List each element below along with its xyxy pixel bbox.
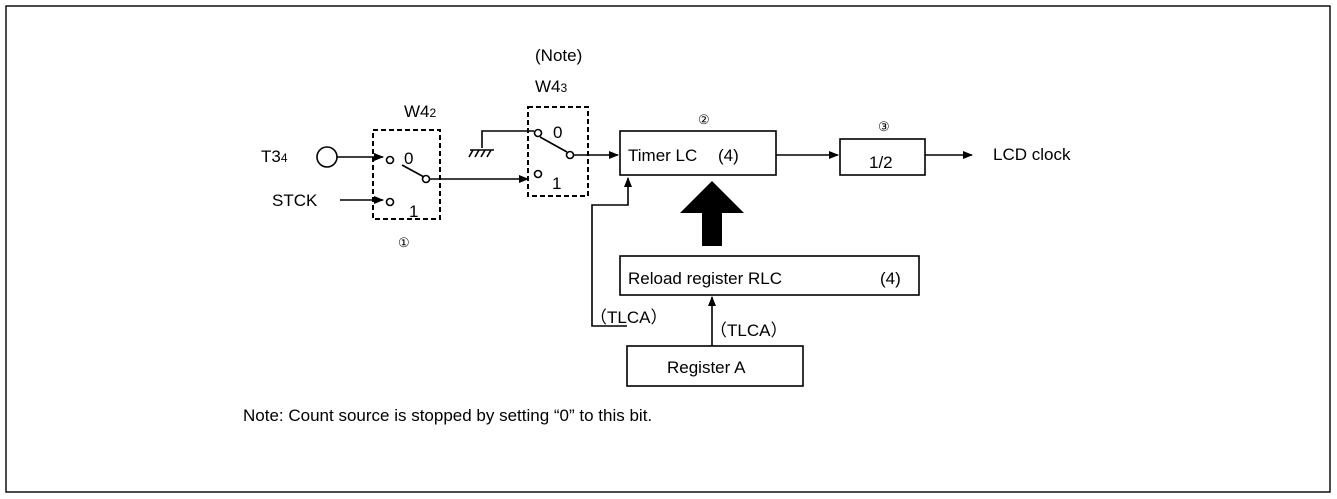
- figure-frame: [5, 5, 1331, 493]
- switch2-pos1: 1: [552, 174, 561, 193]
- stck-label: STCK: [272, 191, 318, 210]
- timer-lc-bits: (4): [718, 146, 739, 165]
- switch1-contact0: [385, 155, 395, 165]
- switch2-pivot: [565, 150, 575, 160]
- divider-label: 1/2: [869, 153, 893, 172]
- switch2-contact1: [533, 169, 543, 179]
- switch2-note: (Note): [535, 46, 582, 65]
- switch1-pivot: [421, 174, 431, 184]
- lcd-clock-label: LCD clock: [993, 145, 1071, 164]
- switch1-marker: ①: [398, 235, 410, 250]
- switch1-box: [372, 129, 441, 220]
- register-a-box: [626, 345, 804, 387]
- tlca-left-label: （TLCA）: [590, 308, 667, 327]
- footnote: Note: Count source is stopped by setting…: [243, 406, 652, 425]
- switch1-pos0: 0: [404, 149, 413, 168]
- switch1-name: W42: [404, 102, 437, 121]
- reload-transfer-arrow: [680, 181, 744, 246]
- timer-marker: ②: [698, 112, 710, 127]
- switch2-name: W43: [535, 77, 568, 96]
- timer-lc-label: Timer LC: [628, 146, 697, 165]
- switch2-contact0: [533, 128, 543, 138]
- switch2-box: [527, 106, 589, 197]
- divider-marker: ③: [878, 119, 890, 134]
- t34-pin-icon: [316, 146, 338, 168]
- reload-register-box: [619, 255, 920, 296]
- timer-lc-box: [619, 130, 777, 176]
- register-a-to-timer-wire: [591, 177, 632, 327]
- switch1-pos1: 1: [409, 202, 418, 221]
- ground-wire: [481, 130, 534, 148]
- reload-register-bits: (4): [880, 269, 901, 288]
- switch1-blade: [401, 164, 425, 178]
- divider-box: [839, 138, 926, 176]
- switch2-blade: [539, 136, 568, 153]
- reload-register-label: Reload register RLC: [628, 269, 782, 288]
- tlca-right-label: （TLCA）: [710, 321, 787, 340]
- t34-label: T34: [261, 147, 288, 166]
- ground-icon: [468, 149, 494, 158]
- switch2-pos0: 0: [553, 123, 562, 142]
- register-a-label: Register A: [667, 358, 746, 377]
- switch1-contact1: [385, 197, 395, 207]
